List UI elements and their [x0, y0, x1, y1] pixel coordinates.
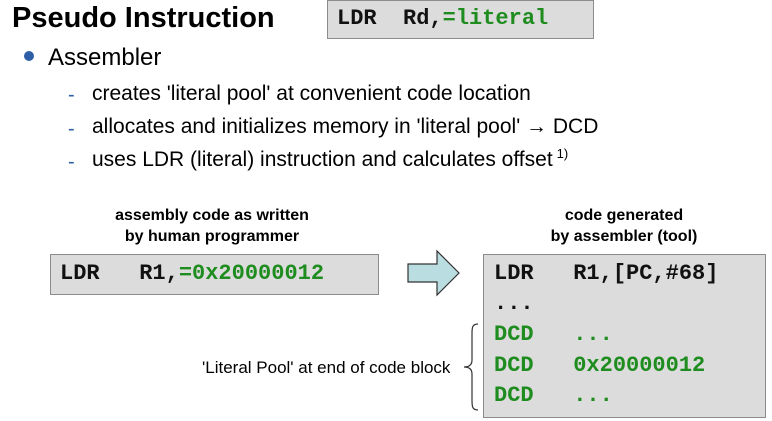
left-caption: assembly code as written by human progra…: [92, 205, 332, 247]
footnote-marker: 1): [556, 146, 569, 161]
left-code-operand: R1,: [139, 261, 179, 286]
header-code-operand: Rd,: [403, 6, 443, 31]
bullet-assembler: Assembler: [48, 44, 162, 71]
code-mnemonic: DCD: [494, 383, 534, 408]
right-arrow-icon: [407, 249, 460, 297]
literal-pool-label: 'Literal Pool' at end of code block: [202, 358, 451, 377]
code-operand: R1,[PC,#68]: [573, 261, 719, 286]
code-mnemonic: DCD: [494, 353, 534, 378]
left-code-line: LDR R1,=0x20000012: [60, 261, 324, 286]
header-code-literal: =literal: [442, 6, 549, 31]
header-code-mnemonic: LDR: [337, 6, 377, 31]
left-code-box: LDR R1,=0x20000012: [50, 254, 379, 295]
bullet-dot-icon: [24, 51, 34, 61]
code-line-dcd-literal: DCD 0x20000012: [494, 353, 705, 378]
sub-item-literal-pool: creates 'literal pool' at convenient cod…: [92, 82, 531, 105]
left-code-mnemonic: LDR: [60, 261, 100, 286]
code-operand: ...: [573, 322, 613, 347]
right-caption-line2: by assembler (tool): [550, 228, 698, 245]
code-mnemonic: ...: [494, 291, 534, 316]
header-code-box: LDR Rd,=literal: [327, 0, 594, 39]
code-line-dcd: DCD ...: [494, 322, 613, 347]
right-caption: code generated by assembler (tool): [513, 205, 735, 247]
pool-brace-icon: [463, 323, 479, 411]
code-line-ellipsis: ...: [494, 291, 534, 316]
sub-item-dash: -: [68, 151, 75, 173]
code-mnemonic: DCD: [494, 322, 534, 347]
page-title: Pseudo Instruction: [12, 2, 275, 34]
header-code-line: LDR Rd,=literal: [337, 6, 548, 31]
right-caption-line1: code generated: [564, 207, 684, 224]
code-operand: ...: [573, 383, 613, 408]
sub-item-allocate: allocates and initializes memory in 'lit…: [92, 115, 599, 138]
code-operand: 0x20000012: [573, 353, 706, 378]
sub-item-ldr-text: uses LDR (literal) instruction and calcu…: [92, 148, 553, 171]
sub-item-dash: -: [68, 84, 75, 106]
left-caption-line2: by human programmer: [124, 228, 300, 245]
right-code-box: LDR R1,[PC,#68] ... DCD ... DCD 0x200000…: [483, 254, 766, 418]
code-line-dcd: DCD ...: [494, 383, 613, 408]
code-line-ldr: LDR R1,[PC,#68]: [494, 261, 718, 286]
sub-item-dash: -: [68, 118, 75, 140]
left-caption-line1: assembly code as written: [115, 207, 309, 224]
sub-item-ldr-offset: uses LDR (literal) instruction and calcu…: [92, 146, 569, 172]
left-code-literal: =0x20000012: [178, 261, 325, 286]
code-mnemonic: LDR: [494, 261, 534, 286]
